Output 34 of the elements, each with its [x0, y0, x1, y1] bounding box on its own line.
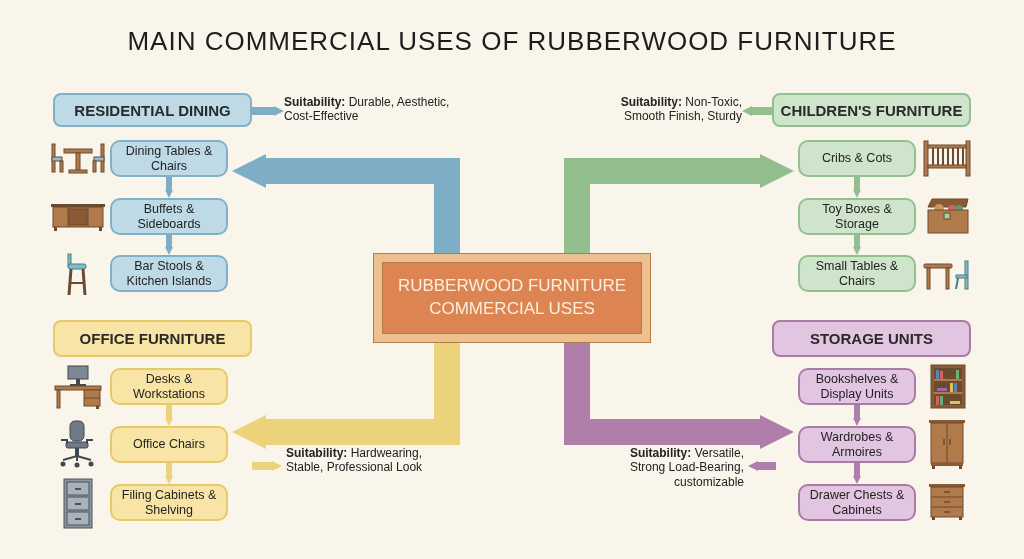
category-header: OFFICE FURNITURE — [53, 320, 252, 357]
item-box: Bar Stools & Kitchen Islands — [110, 255, 228, 292]
arrow — [252, 106, 284, 116]
item-box: Office Chairs — [110, 426, 228, 463]
arrow — [853, 405, 861, 426]
arrow — [853, 235, 861, 255]
item-box: Toy Boxes & Storage — [798, 198, 916, 235]
arrow — [742, 106, 772, 116]
arrow — [165, 463, 173, 484]
block-arrow — [564, 342, 794, 449]
item-box: Filing Cabinets & Shelving — [110, 484, 228, 521]
category-header: RESIDENTIAL DINING — [53, 93, 252, 127]
item-box: Desks & Workstations — [110, 368, 228, 405]
item-box: Dining Tables & Chairs — [110, 140, 228, 177]
arrow — [853, 177, 861, 198]
item-box: Buffets & Sideboards — [110, 198, 228, 235]
arrow — [165, 235, 173, 255]
arrow — [165, 405, 173, 426]
central-title-box: RUBBERWOOD FURNITURE COMMERCIAL USES — [374, 254, 650, 342]
item-box: Bookshelves & Display Units — [798, 368, 916, 405]
item-box: Cribs & Cots — [798, 140, 916, 177]
suitability-note: Suitability: Versatile, Strong Load-Bearing, customizable — [594, 446, 744, 492]
item-box: Wardrobes & Armoires — [798, 426, 916, 463]
suitability-note: Suitability: Non-Toxic, Smooth Finish, Sturdy — [600, 95, 742, 127]
arrow — [853, 463, 861, 484]
item-box: Drawer Chests & Cabinets — [798, 484, 916, 521]
category-header: CHILDREN'S FURNITURE — [772, 93, 971, 127]
arrow — [165, 177, 173, 198]
diagram-title: MAIN COMMERCIAL USES OF RUBBERWOOD FURNITURE — [126, 26, 898, 57]
block-arrow — [232, 342, 460, 449]
item-box: Small Tables & Chairs — [798, 255, 916, 292]
category-header: STORAGE UNITS — [772, 320, 971, 357]
suitability-note: Suitability: Durable, Aesthetic, Cost-Effective — [284, 95, 454, 127]
suitability-note: Suitability: Hardwearing, Stable, Professional Look — [286, 446, 436, 492]
